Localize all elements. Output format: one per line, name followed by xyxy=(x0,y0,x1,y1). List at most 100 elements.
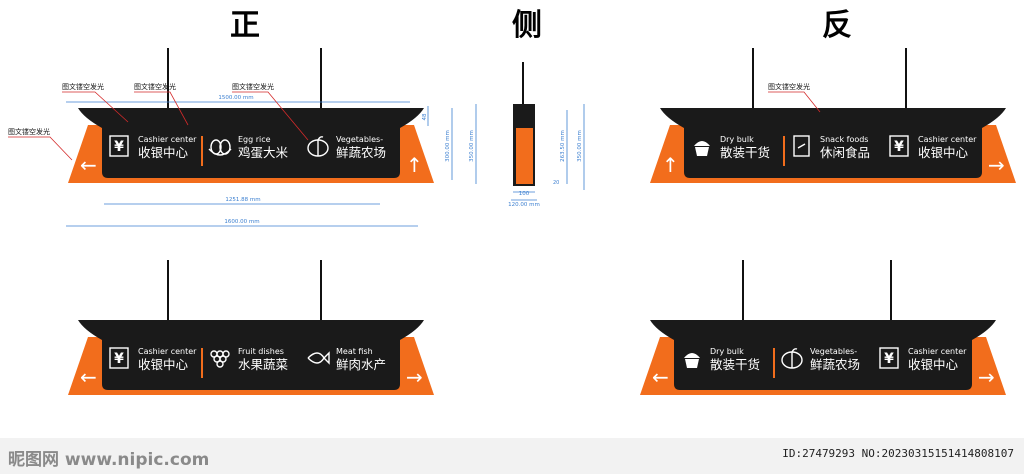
callout-label: 图文镂空发光 xyxy=(62,82,104,91)
side-orange xyxy=(516,128,533,184)
side-view xyxy=(513,62,535,186)
sign-item-veg: Vegetables-鲜蔬农场 xyxy=(307,135,386,160)
svg-text:¥: ¥ xyxy=(114,139,124,155)
yen-icon: ¥ xyxy=(109,347,129,369)
dimension-lines: 1500.00 mm 1251.88 mm 1600.00 mm 48 300.00 m… xyxy=(66,95,585,227)
yen-icon: ¥ xyxy=(109,135,129,157)
arrow-right-icon: → xyxy=(988,153,1005,177)
yen-icon: ¥ xyxy=(879,347,899,369)
callouts: 图文镂空发光图文镂空发光图文镂空发光图文镂空发光图文镂空发光 xyxy=(8,82,821,161)
back-heading: 反 xyxy=(822,8,852,43)
dim-h-top: 48 xyxy=(422,113,428,120)
item-chinese-label: 收银中心 xyxy=(908,357,959,372)
item-english-label: Dry bulk xyxy=(710,347,744,356)
arrow-left-icon: ← xyxy=(80,365,97,389)
image-id: ID:27479293 NO:20230315151414808107 xyxy=(782,447,1014,460)
callout-label: 图文镂空发光 xyxy=(232,82,274,91)
black-panel xyxy=(78,320,424,390)
item-english-label: Fruit dishes xyxy=(238,347,284,356)
item-chinese-label: 水果蔬菜 xyxy=(238,357,289,372)
item-english-label: Cashier center xyxy=(908,347,967,356)
black-panel xyxy=(650,320,996,390)
arrow-right-icon: ↑ xyxy=(406,153,423,177)
item-chinese-label: 鲜肉水产 xyxy=(336,357,386,372)
dim-inner-width: 1251.88 mm xyxy=(225,197,260,203)
yen-icon: ¥ xyxy=(889,135,909,157)
callout-leader xyxy=(8,136,73,161)
callout-label: 图文镂空发光 xyxy=(8,127,50,136)
arrow-right-icon: → xyxy=(406,365,423,389)
dim-top-width: 1500.00 mm xyxy=(218,95,253,101)
item-english-label: Snack foods xyxy=(820,135,868,144)
item-english-label: Vegetables- xyxy=(810,347,857,356)
pumpkin-icon xyxy=(307,136,329,157)
callout-leader xyxy=(134,91,189,126)
cupcake-icon xyxy=(684,353,700,368)
dim-side-w1: 100 xyxy=(519,191,530,197)
item-chinese-label: 鸡蛋大米 xyxy=(238,145,289,160)
callout-label: 图文镂空发光 xyxy=(768,82,810,91)
svg-text:¥: ¥ xyxy=(114,351,124,367)
item-chinese-label: 鲜蔬农场 xyxy=(336,145,386,160)
footer-bar xyxy=(0,438,1024,474)
dim-side-h2: 350.00 mm xyxy=(577,130,583,162)
item-chinese-label: 收银中心 xyxy=(138,357,189,372)
item-chinese-label: 休闲食品 xyxy=(820,145,870,160)
side-heading: 侧 xyxy=(512,8,542,43)
item-english-label: Cashier center xyxy=(138,135,197,144)
arrow-left-icon: ↑ xyxy=(662,153,679,177)
item-english-label: Cashier center xyxy=(918,135,977,144)
item-english-label: Dry bulk xyxy=(720,135,754,144)
item-chinese-label: 收银中心 xyxy=(138,145,189,160)
item-chinese-label: 鲜蔬农场 xyxy=(810,357,860,372)
dim-h-total: 350.00 mm xyxy=(469,130,475,162)
black-panel xyxy=(78,108,424,178)
item-chinese-label: 收银中心 xyxy=(918,145,969,160)
item-english-label: Egg rice xyxy=(238,135,271,144)
arrow-right-icon: → xyxy=(978,365,995,389)
item-english-label: Meat fish xyxy=(336,347,373,356)
front-heading: 正 xyxy=(230,8,260,43)
dim-side-h1: 263.50 mm xyxy=(560,130,566,162)
item-english-label: Cashier center xyxy=(138,347,197,356)
black-panel xyxy=(660,108,1006,178)
callout-leader xyxy=(768,91,821,113)
eggs-icon xyxy=(208,139,232,156)
arrow-left-icon: ← xyxy=(80,153,97,177)
dim-side-w2: 120.00 mm xyxy=(508,202,540,208)
snack-bag-icon xyxy=(793,135,810,157)
dim-h-mid: 300.00 mm xyxy=(445,130,451,162)
arrow-left-icon: ← xyxy=(652,365,669,389)
callout-leader xyxy=(62,91,129,123)
pumpkin-icon xyxy=(781,348,803,369)
grapes-icon xyxy=(210,350,230,368)
callout-label: 图文镂空发光 xyxy=(134,82,176,91)
item-chinese-label: 散装干货 xyxy=(710,357,760,372)
item-chinese-label: 散装干货 xyxy=(720,145,770,160)
svg-text:¥: ¥ xyxy=(884,351,894,367)
sign-item-veg: Vegetables-鲜蔬农场 xyxy=(781,347,860,372)
svg-text:¥: ¥ xyxy=(894,139,904,155)
callout-leader xyxy=(232,91,309,141)
dim-total-width: 1600.00 mm xyxy=(224,219,259,225)
fish-icon xyxy=(307,351,330,365)
dim-side-small: 20 xyxy=(553,180,559,186)
cupcake-icon xyxy=(694,141,710,156)
watermark: 昵图网 www.nipic.com xyxy=(8,450,210,470)
item-english-label: Vegetables- xyxy=(336,135,383,144)
